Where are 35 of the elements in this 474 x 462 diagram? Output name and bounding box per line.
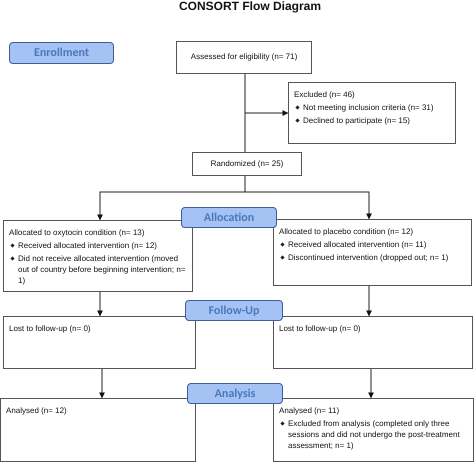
arrow [97,292,103,316]
phase-tab: Follow-Up [185,300,283,321]
arrow [244,176,372,220]
box-text: Randomized (n= 25) [210,158,284,168]
bullet-text: Not meeting inclusion criteria (n= 31) [303,102,434,113]
box-text: Excluded (n= 46) [294,89,356,100]
bullet-text: Discontinued intervention (dropped out; n= 1) [288,252,448,263]
arrow [99,368,105,398]
process-box [176,41,312,74]
box-text: Allocated to placebo condition (n= 12) [279,226,414,237]
process-box [273,316,473,369]
box-text: Analysed (n= 11) [279,405,340,416]
arrow [366,286,372,316]
box-text: Lost to follow-up (n= 0) [279,323,362,334]
process-box [273,219,472,286]
bullet-text: Received allocated intervention (n= 12) [18,240,157,251]
bullet-text: Excluded from analysis (completed only three sessions and did not undergo the post-treatment assessment; n= 1) [288,418,461,451]
process-box [192,152,302,176]
bullet-text: Received allocated intervention (n= 11) [288,239,426,250]
process-box [3,316,196,369]
bullet-text: Declined to participate (n= 15) [303,115,410,126]
phase-tab: Enrollment [9,42,114,64]
process-box [3,220,193,292]
diagram-title: CONSORT Flow Diagram [178,0,322,15]
box-text: Assessed for eligibility (n= 71) [190,51,298,62]
process-box [288,82,456,144]
arrow [368,368,374,398]
box-text: Lost to follow-up (n= 0) [9,323,92,334]
phase-tab: Allocation [181,207,277,228]
box-text: Allocated to oxytocin condition (n= 13) [9,227,146,238]
phase-tab: Analysis [187,383,283,404]
bullet-text: Did not receive allocated intervention (moved out of country before beginning intervention; n= 1) [18,253,186,286]
box-text: Analysed (n= 12) [6,405,68,416]
process-box [273,398,474,462]
process-box [0,398,196,462]
